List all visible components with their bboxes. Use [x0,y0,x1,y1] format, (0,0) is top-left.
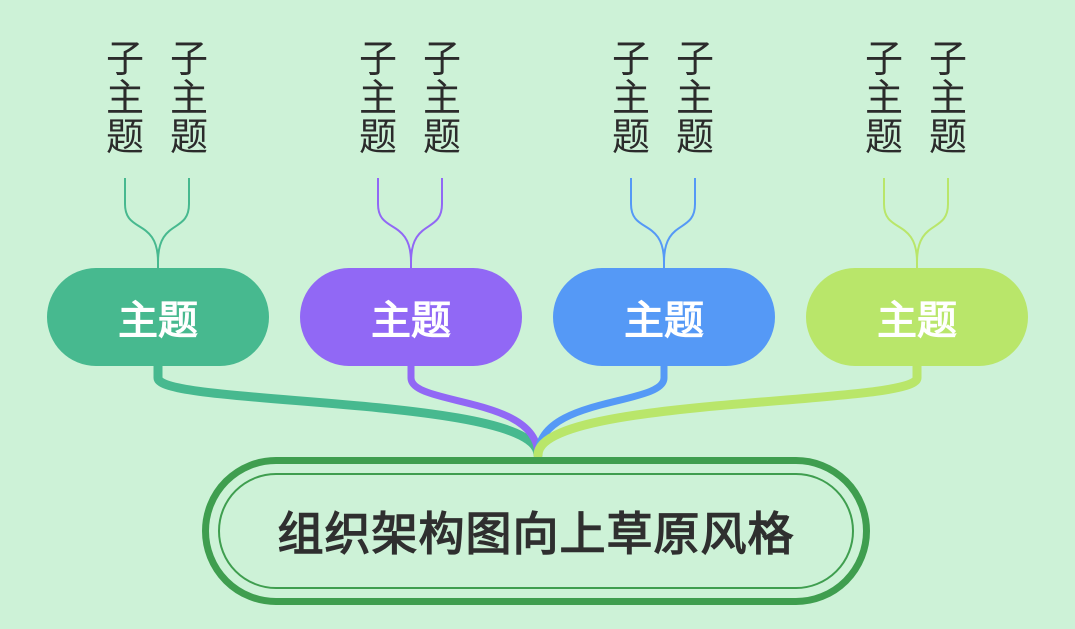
subtopic-connector-3-2 [663,178,696,268]
subtopic-connector-1-2 [157,178,190,268]
subtopic-connector-1-1 [124,178,159,268]
subtopic-connector-3-1 [630,178,665,268]
topic-connector-4 [533,361,922,460]
topic-label: 主题 [624,298,704,344]
root-label: 组织架构图向上草原风格 [218,473,854,589]
subtopic-node[interactable]: 子主题 [611,37,650,159]
subtopic-connector-4-1 [883,178,918,268]
subtopic-node[interactable]: 子主题 [422,37,461,159]
subtopic-connector-2-1 [377,178,412,268]
subtopic-node[interactable]: 子主题 [864,37,903,159]
topic-node-4[interactable]: 主题 [806,268,1028,366]
topic-label: 主题 [371,298,451,344]
topic-connector-1 [153,361,543,460]
subtopic-node[interactable]: 子主题 [105,37,144,159]
topic-label: 主题 [118,298,198,344]
subtopic-connector-4-2 [916,178,949,268]
topic-connector-2 [407,362,542,459]
subtopic-node[interactable]: 子主题 [928,37,967,159]
subtopic-node[interactable]: 子主题 [675,37,714,159]
subtopic-node[interactable]: 子主题 [169,37,208,159]
subtopic-node[interactable]: 子主题 [358,37,397,159]
topic-node-2[interactable]: 主题 [300,268,522,366]
subtopic-connector-2-2 [410,178,443,268]
topic-node-3[interactable]: 主题 [553,268,775,366]
topic-connector-3 [534,362,668,459]
topic-node-1[interactable]: 主题 [47,268,269,366]
root-node[interactable]: 组织架构图向上草原风格 [202,457,870,605]
topic-label: 主题 [877,298,957,344]
